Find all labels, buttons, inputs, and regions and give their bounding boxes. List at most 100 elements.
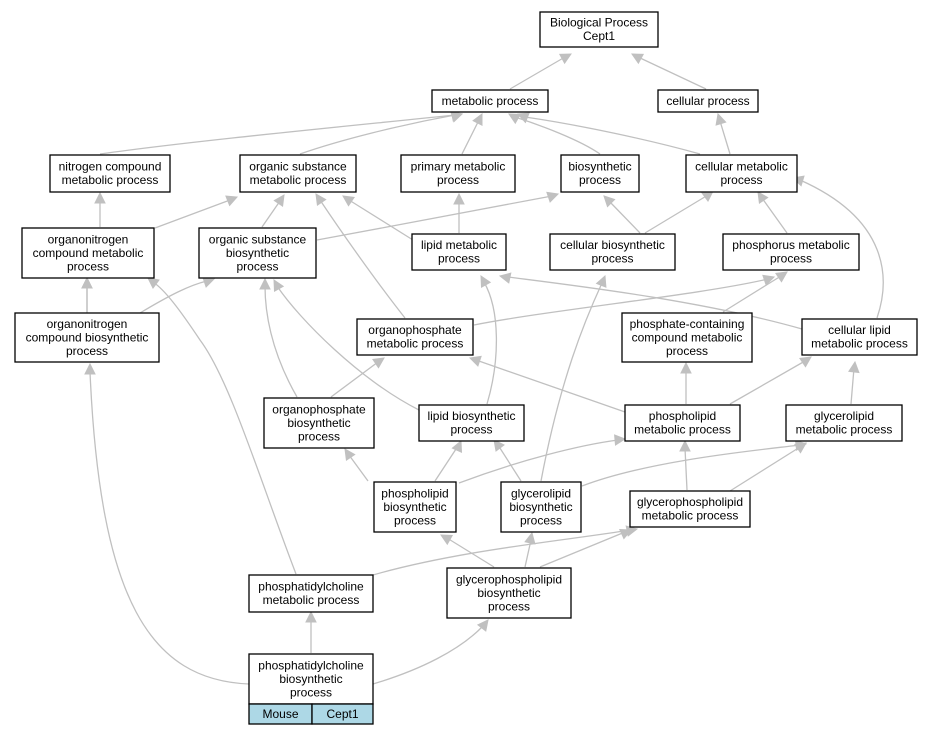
term-box — [801, 318, 918, 356]
term-label-line: biosynthetic — [477, 586, 540, 600]
term-box — [549, 233, 676, 271]
term-box — [621, 312, 753, 363]
term-node-cellular[interactable]: cellular process — [657, 89, 759, 113]
edge-line — [348, 199, 414, 241]
edge-line — [761, 197, 788, 234]
term-label-line: biosynthetic — [383, 500, 446, 514]
term-label-line: biosynthetic — [509, 500, 572, 514]
edge-line — [497, 444, 522, 482]
edge-line — [152, 281, 297, 575]
edge-arrowhead — [679, 439, 691, 452]
term-box — [248, 574, 374, 613]
edge-arrowhead — [480, 275, 492, 289]
term-label-line: metabolic process — [62, 173, 159, 187]
edge-arrowhead — [508, 113, 522, 125]
edge-arrowhead — [81, 276, 93, 289]
gene-label: Cept1 — [326, 707, 358, 721]
term-label-line: metabolic process — [263, 593, 360, 607]
edge-arrowhead — [498, 272, 512, 284]
edge-arrowhead — [315, 193, 327, 206]
edge-line — [539, 531, 626, 568]
term-label-line: biosynthetic — [279, 672, 342, 686]
edge-line — [89, 371, 250, 685]
edge-arrowhead — [848, 360, 860, 374]
term-label-line: organic substance — [209, 232, 307, 246]
edges — [81, 53, 884, 685]
term-label-line: phosphatidylcholine — [258, 658, 364, 672]
term-node-metabolic[interactable]: metabolic process — [431, 89, 549, 113]
term-label-line: process — [236, 259, 278, 273]
edge-line — [446, 537, 495, 568]
term-label-line: lipid biosynthetic — [427, 409, 515, 423]
edge-line — [540, 282, 603, 482]
term-label-line: lipid metabolic — [421, 238, 497, 252]
term-box — [629, 490, 751, 528]
term-label-line: organic substance — [249, 160, 347, 174]
edge-line — [372, 625, 484, 685]
edge-line — [264, 285, 298, 398]
edge-arrowhead — [450, 111, 464, 123]
term-label-line: process — [437, 173, 479, 187]
edge-arrowhead — [451, 439, 463, 453]
edge-arrowhead — [453, 192, 465, 205]
term-box — [248, 653, 374, 705]
term-label-line: process — [290, 685, 332, 699]
edge-line — [330, 361, 379, 398]
term-label-line: glycerophospholipid — [637, 495, 743, 509]
term-label-line: phospholipid — [649, 409, 716, 423]
term-label-line: biosynthetic — [287, 416, 350, 430]
edge-arrowhead — [94, 191, 106, 204]
term-label-line: compound metabolic — [33, 246, 144, 260]
edge-line — [850, 367, 855, 405]
edge-line — [372, 529, 631, 576]
edge-arrowhead — [757, 191, 769, 204]
term-box — [685, 154, 798, 193]
edge-arrowhead — [595, 274, 607, 288]
term-label-line: process — [67, 259, 109, 273]
edge-arrowhead — [472, 112, 483, 127]
edge-arrowhead — [372, 357, 385, 369]
edge-line — [154, 199, 231, 229]
edge-line — [348, 454, 369, 482]
term-box — [373, 481, 457, 533]
term-box — [418, 404, 525, 442]
term-box — [14, 312, 160, 363]
term-label-line: cellular metabolic — [695, 160, 788, 174]
gene-legend: Mouse Cept1 — [248, 703, 374, 725]
term-label-line: phospholipid — [381, 486, 448, 500]
edge-line — [719, 120, 731, 155]
edge-arrowhead — [794, 442, 807, 454]
edge-arrowhead — [715, 112, 727, 126]
term-label-line: biosynthetic — [226, 246, 289, 260]
term-label-line: metabolic process — [250, 173, 347, 187]
term-label-line: metabolic process — [634, 423, 731, 437]
term-label-line: metabolic process — [796, 423, 893, 437]
edge-line — [729, 446, 801, 492]
